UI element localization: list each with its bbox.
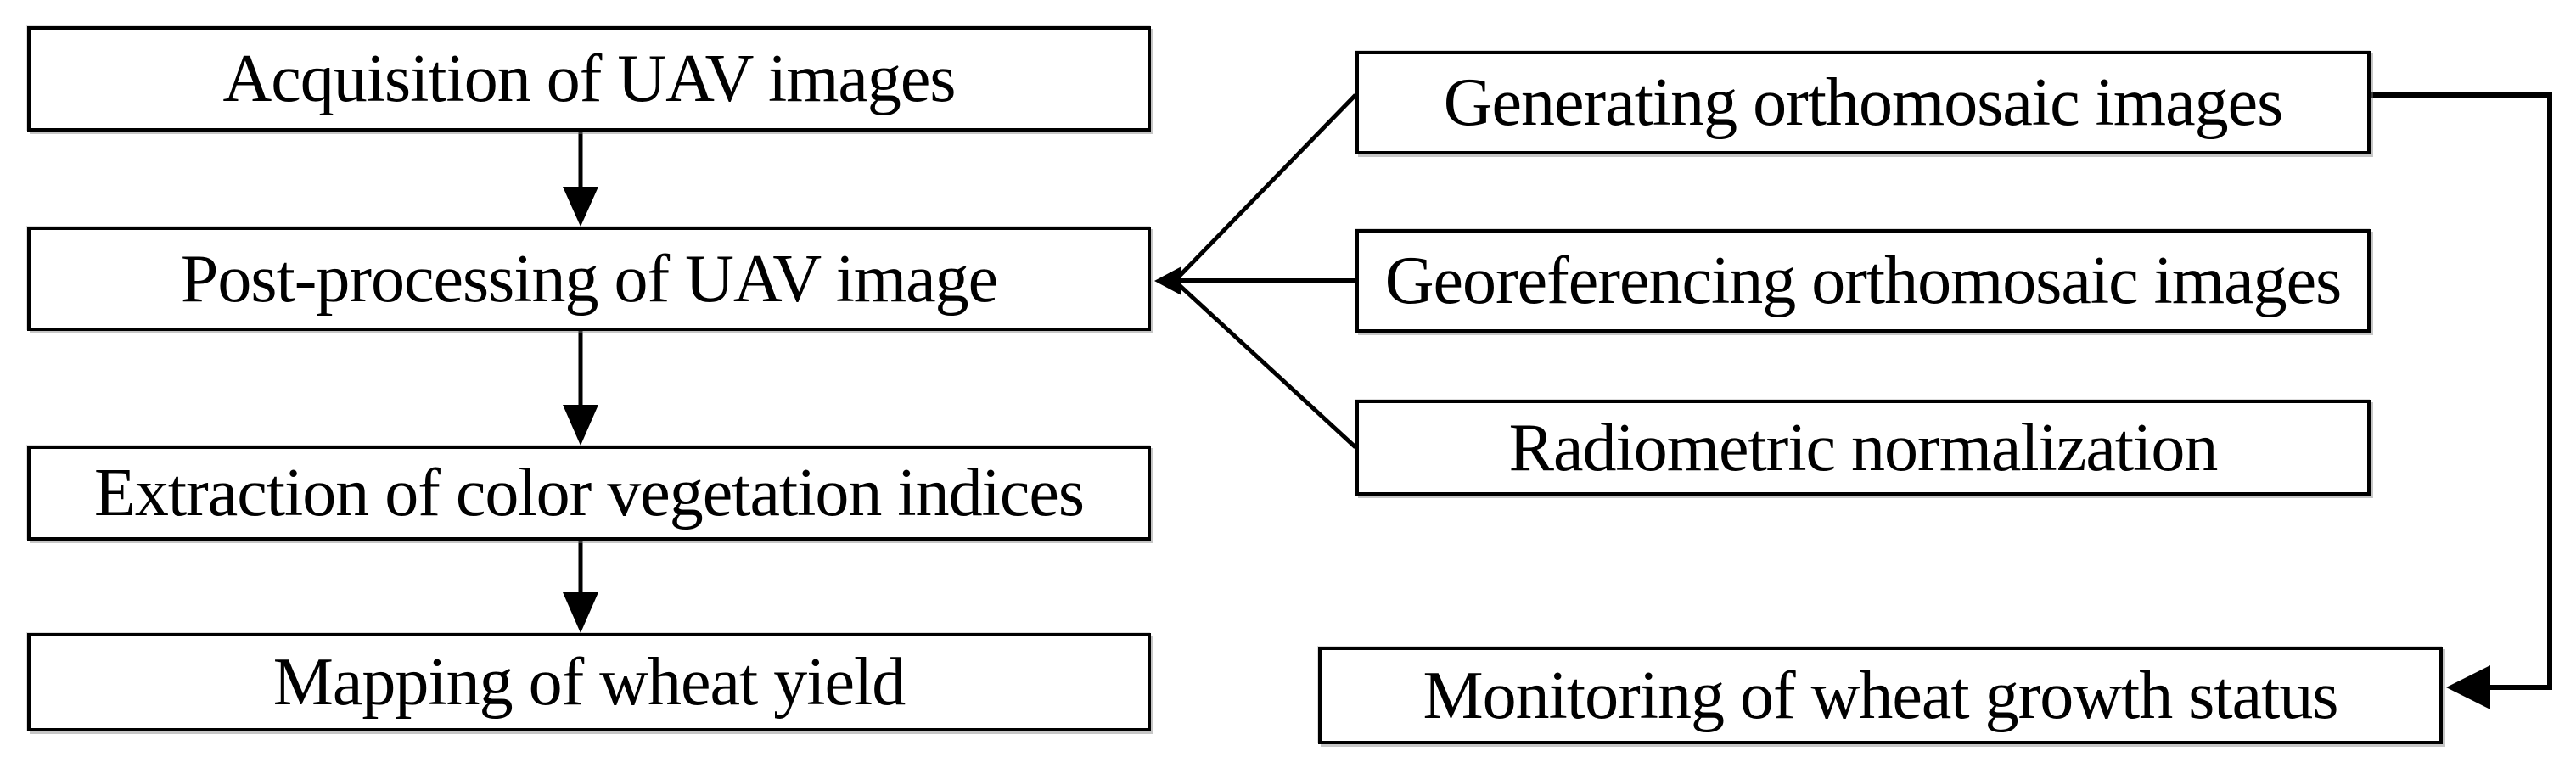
arrowhead-left-into-post-processing [1154, 266, 1181, 295]
flow-box-mapping-label: Mapping of wheat yield [272, 645, 906, 720]
arrowhead-down-into-post-processing [563, 187, 598, 227]
connector-generating-to-post-processing [1173, 93, 1357, 283]
flow-box-acquisition-label: Acquisition of UAV images [222, 42, 956, 116]
flow-box-extraction: Extraction of color vegetation indices [27, 446, 1151, 541]
flow-box-acquisition: Acquisition of UAV images [27, 26, 1151, 132]
flow-box-generating-label: Generating orthomosaic images [1443, 65, 2283, 140]
arrowhead-left-into-monitoring [2446, 665, 2490, 709]
flow-box-radiometric: Radiometric normalization [1355, 400, 2371, 496]
flow-box-generating: Generating orthomosaic images [1355, 51, 2371, 154]
arrowhead-down-into-mapping [563, 592, 598, 633]
flow-box-mapping: Mapping of wheat yield [27, 633, 1151, 731]
flow-box-monitoring-label: Monitoring of wheat growth status [1423, 658, 2339, 733]
flow-box-monitoring: Monitoring of wheat growth status [1318, 647, 2443, 744]
flow-box-extraction-label: Extraction of color vegetation indices [93, 456, 1085, 530]
flow-box-georeferencing-label: Georeferencing orthomosaic images [1384, 244, 2343, 318]
flow-box-radiometric-label: Radiometric normalization [1508, 410, 2219, 485]
flow-box-georeferencing: Georeferencing orthomosaic images [1355, 229, 2371, 333]
connector-generating-to-monitoring [2371, 92, 2552, 690]
arrowhead-down-into-extraction [563, 405, 598, 446]
flow-box-post-processing-label: Post-processing of UAV image [180, 241, 998, 317]
connector-radiometric-to-post-processing [1173, 279, 1357, 449]
flow-box-post-processing: Post-processing of UAV image [27, 227, 1151, 331]
